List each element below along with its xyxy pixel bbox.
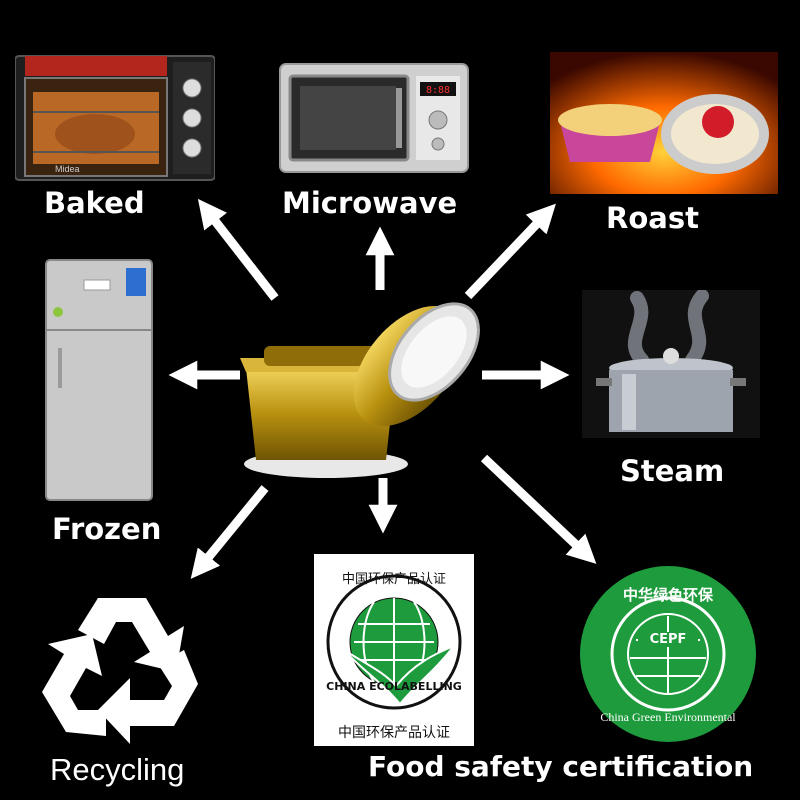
label-food-safety-certification: Food safety certification [368, 750, 754, 783]
arrow-roast [464, 203, 556, 300]
recycling-icon [36, 586, 208, 746]
label-baked: Baked [44, 186, 145, 220]
oven-image: Midea [14, 52, 216, 184]
steam-pot-image [582, 289, 760, 438]
refrigerator-image [44, 258, 154, 502]
green-top-text: 中华绿色环保 [622, 586, 713, 604]
microwave-image: 8:88 [278, 58, 470, 176]
green-seal-text: CEPF [638, 632, 698, 647]
ecolabel-top-text: 中国环保产品认证 [341, 572, 446, 587]
label-recycling: Recycling [50, 752, 185, 787]
arrow-baked [197, 198, 279, 301]
green-ring-text: China Green Environmental [600, 710, 736, 724]
oven-brand-text: Midea [55, 164, 80, 174]
ecolabel-ring-text: CHINA ECOLABELLING [326, 680, 462, 693]
roast-image [550, 52, 778, 194]
label-frozen: Frozen [52, 512, 162, 546]
china-ecolabelling-cert: 中国环保产品认证 CHINA ECOLABELLING 中国环保产品认证 [314, 554, 474, 746]
ecolabel-bottom-text: 中国环保产品认证 [338, 725, 450, 741]
foil-tray-image [234, 296, 486, 484]
microwave-display-text: 8:88 [426, 85, 450, 96]
china-green-environmental-seal: 中华绿色环保 CEPF China Green Environmental [578, 564, 758, 744]
label-steam: Steam [620, 454, 725, 488]
arrow-certification-green [480, 454, 597, 564]
arrow-recycling [190, 485, 269, 579]
label-roast: Roast [606, 201, 699, 235]
label-microwave: Microwave [282, 186, 458, 220]
